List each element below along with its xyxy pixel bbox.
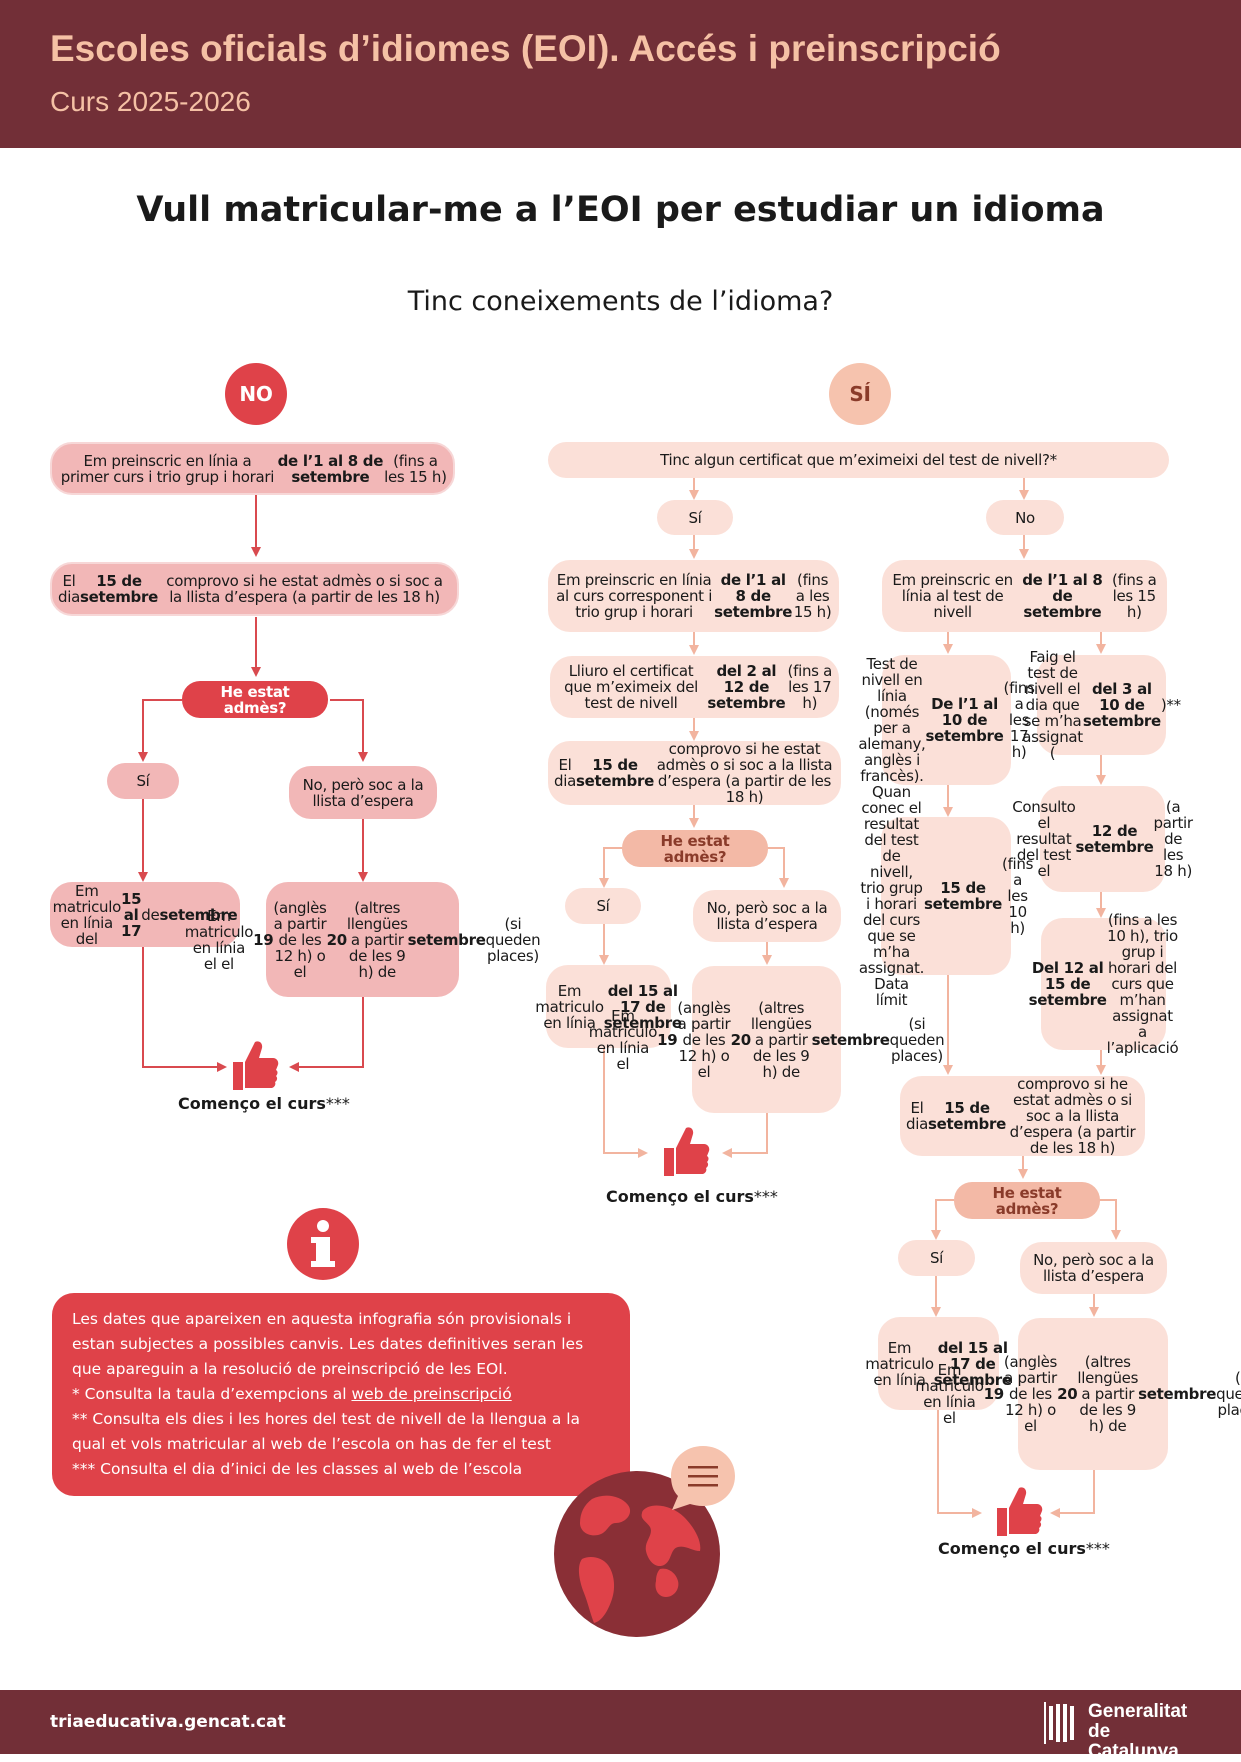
info-note-3: *** Consulta el dia d’inici de les class… — [72, 1460, 523, 1478]
header-subtitle: Curs 2025-2026 — [50, 86, 251, 117]
no-decision-admitted: He estat admès? — [182, 681, 328, 718]
footer-url[interactable]: triaeducativa.gencat.cat — [50, 1712, 286, 1732]
branch-si-badge: SÍ — [829, 363, 891, 425]
test-decision-admitted: He estat admès? — [954, 1182, 1100, 1219]
cert-enrol-waitlist: Em matriculo en línia el 19 (anglès a pa… — [589, 966, 945, 1113]
branch-no-badge: NO — [225, 363, 287, 425]
header-bar: Escoles oficials d’idiomes (EOI). Accés … — [0, 0, 1241, 148]
no-answer-yes: Sí — [107, 763, 179, 799]
info-icon — [287, 1208, 359, 1284]
info-note-1-text: * Consulta la taula d’exempcions al — [72, 1385, 352, 1403]
test-answer-waitlist: No, però soc a la llista d’espera — [1020, 1242, 1167, 1294]
test-onsite: Faig el test de nivell el dia que se m’h… — [1022, 648, 1181, 762]
thumbs-up-icon — [660, 1124, 710, 1182]
speech-bubble-icon — [668, 1444, 738, 1516]
generalitat-emblem-icon — [1044, 1702, 1074, 1744]
info-note-2: ** Consulta els dies i les hores del tes… — [72, 1410, 581, 1453]
test-step-preinscription: Em preinscric en línia al test de nivell… — [882, 560, 1167, 632]
test-answer-yes: Sí — [898, 1240, 975, 1276]
thumbs-up-icon — [993, 1484, 1043, 1542]
info-notes: Les dates que apareixen en aquesta infog… — [52, 1293, 630, 1496]
no-step-preinscription: Em preinscric en línia a primer curs i t… — [50, 442, 455, 495]
si-certificate-question: Tinc algun certificat que m’eximeixi del… — [548, 442, 1169, 478]
cert-step-check: El dia 15 de setembre comprovo si he est… — [548, 741, 841, 805]
no-enrol-waitlist: Em matriculo en línia el el 19 (anglès a… — [185, 882, 541, 997]
header-title: Escoles oficials d’idiomes (EOI). Accés … — [50, 28, 1001, 69]
test-online-result: Quan conec el resultat del test de nivel… — [858, 783, 1034, 1009]
generalitat-logo: Generalitat de Catalunya — [1044, 1700, 1204, 1762]
cert-answer-waitlist: No, però soc a la llista d’espera — [693, 890, 841, 942]
main-title: Vull matricular-me a l’EOI per estudiar … — [136, 190, 1105, 230]
thumbs-up-icon — [229, 1038, 279, 1096]
logo-line-1: Generalitat — [1088, 1701, 1188, 1722]
cert-answer-yes: Sí — [565, 888, 641, 924]
test-online: Test de nivell en línia (només per a ale… — [858, 655, 1035, 785]
test-onsite-result: Consulto el resultat del test el 12 de s… — [1012, 786, 1193, 892]
preinscription-link[interactable]: web de preinscripció — [351, 1385, 512, 1403]
main-question: Tinc coneixements de l’idioma? — [407, 286, 834, 317]
cert-enrol-yes: Em matriculo en línia del 15 al 17 de se… — [535, 965, 682, 1048]
no-start-course: Començo el curs*** — [178, 1094, 350, 1113]
logo-line-2: de Catalunya — [1088, 1721, 1179, 1762]
si-cert-yes: Sí — [657, 500, 733, 535]
info-note-1: * Consulta la taula d’exempcions al web … — [72, 1382, 610, 1407]
test-start-course: Començo el curs*** — [938, 1539, 1110, 1558]
no-enrol-yes: Em matriculo en línia del 15 al 17 de se… — [50, 882, 240, 947]
test-enrol-yes: Em matriculo en línia del 15 al 17 de se… — [865, 1317, 1012, 1410]
info-disclaimer: Les dates que apareixen en aquesta infog… — [72, 1310, 584, 1378]
si-cert-no: No — [986, 500, 1064, 535]
test-onsite-choose: Del 12 al 15 de setembre (fins a les 10 … — [1028, 911, 1179, 1057]
cert-step-deliver: Lliuro el certificat que m’eximeix del t… — [550, 656, 839, 718]
test-enrol-waitlist: Em matriculo en línia el 19 (anglès a pa… — [915, 1318, 1241, 1470]
cert-step-preinscription: Em preinscric en línia al curs correspon… — [548, 560, 839, 632]
footer-bar: triaeducativa.gencat.cat Generalitat de … — [0, 1690, 1241, 1762]
no-answer-waitlist: No, però soc a la llista d’espera — [289, 766, 437, 819]
cert-decision-admitted: He estat admès? — [622, 830, 768, 867]
test-step-check: El dia 15 de setembre comprovo si he est… — [900, 1076, 1145, 1156]
globe-icon — [552, 1437, 722, 1641]
no-step-check-admission: El dia 15 de setembre comprovo si he est… — [50, 562, 459, 616]
cert-start-course: Començo el curs*** — [606, 1187, 778, 1206]
